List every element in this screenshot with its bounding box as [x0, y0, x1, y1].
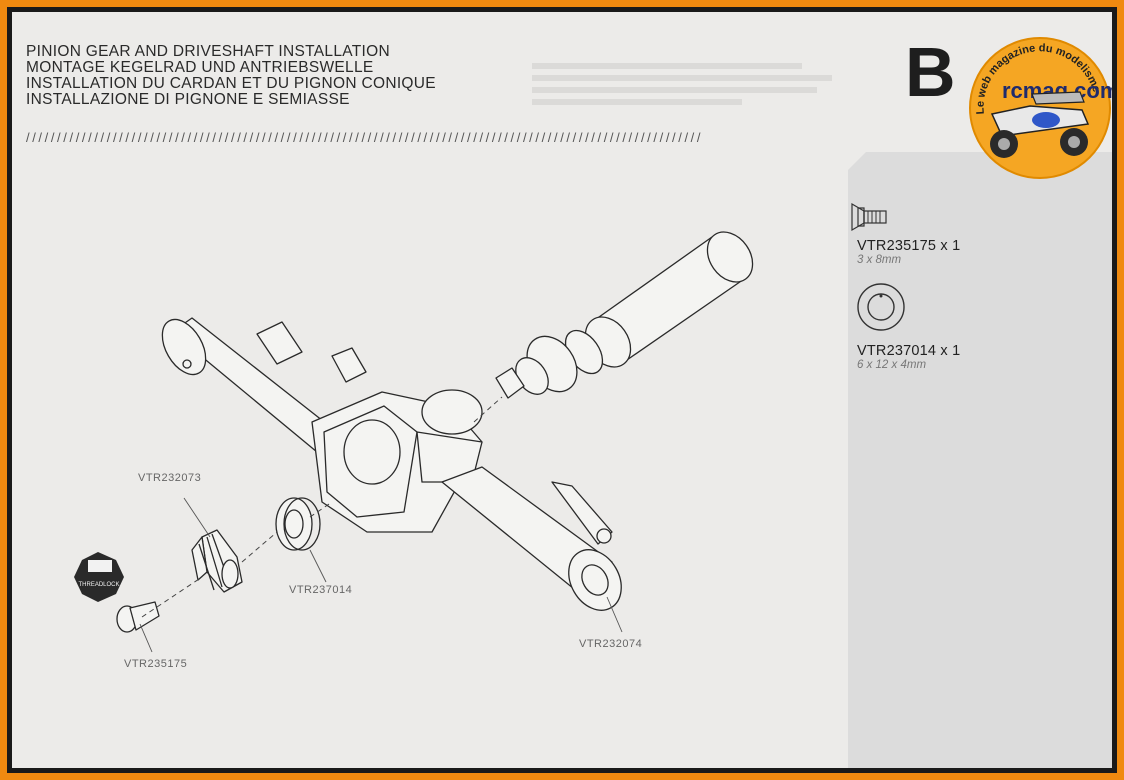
callout-driveshaft: VTR232074 — [579, 638, 643, 650]
parts-panel — [848, 152, 1112, 768]
rc-car-icon — [990, 91, 1090, 158]
assembly-axis — [141, 396, 503, 618]
title-fr: INSTALLATION DU CARDAN ET DU PIGNON CONI… — [26, 75, 436, 92]
driveshaft-lower-tube — [441, 466, 622, 611]
output-cup — [495, 335, 578, 399]
title-en: PINION GEAR AND DRIVESHAFT INSTALLATION — [26, 43, 390, 60]
screw-part — [116, 601, 160, 633]
bearing-part — [275, 497, 321, 551]
title-it: INSTALLAZIONE DI PIGNONE E SEMIASSE — [26, 91, 350, 108]
driveshaft-upper — [564, 231, 754, 375]
bearing-icon — [857, 283, 905, 331]
part-size: 3 x 8mm — [857, 254, 902, 266]
exploded-view-diagram: THREADLOCK — [74, 231, 754, 653]
manual-page: PINION GEAR AND DRIVESHAFT INSTALLATION … — [12, 12, 1112, 768]
slash-divider: ////////////////////////////////////////… — [26, 130, 704, 145]
rcmag-watermark-logo: Le web magazine du modelisme rcmag.com — [969, 37, 1112, 179]
bleed-through-text — [532, 57, 832, 117]
title-block: PINION GEAR AND DRIVESHAFT INSTALLATION … — [26, 44, 436, 108]
callout-pinion-gear: VTR232073 — [138, 472, 202, 484]
callout-screw: VTR235175 — [124, 658, 188, 670]
part-screw: VTR235175 x 1 3 x 8mm — [857, 238, 960, 266]
threadlock-label: THREADLOCK — [78, 582, 119, 588]
title-de: MONTAGE KEGELRAD UND ANTRIEBSWELLE — [26, 59, 374, 76]
part-code: VTR235175 x 1 — [857, 238, 961, 254]
part-code: VTR237014 x 1 — [857, 343, 961, 359]
part-bearing: VTR237014 x 1 6 x 12 x 4mm — [857, 343, 960, 371]
parts-icons — [851, 202, 905, 331]
mount-tabs — [256, 321, 613, 545]
housing-left-tube — [161, 317, 338, 453]
screw-icon — [851, 202, 887, 232]
callout-bearing: VTR237014 — [289, 584, 353, 596]
callout-leaders — [139, 497, 623, 653]
step-label: B — [905, 33, 956, 111]
part-size: 6 x 12 x 4mm — [857, 359, 927, 371]
gearbox-housing — [311, 389, 483, 533]
threadlock-icon: THREADLOCK — [74, 552, 124, 602]
pinion-gear-part — [191, 529, 243, 593]
